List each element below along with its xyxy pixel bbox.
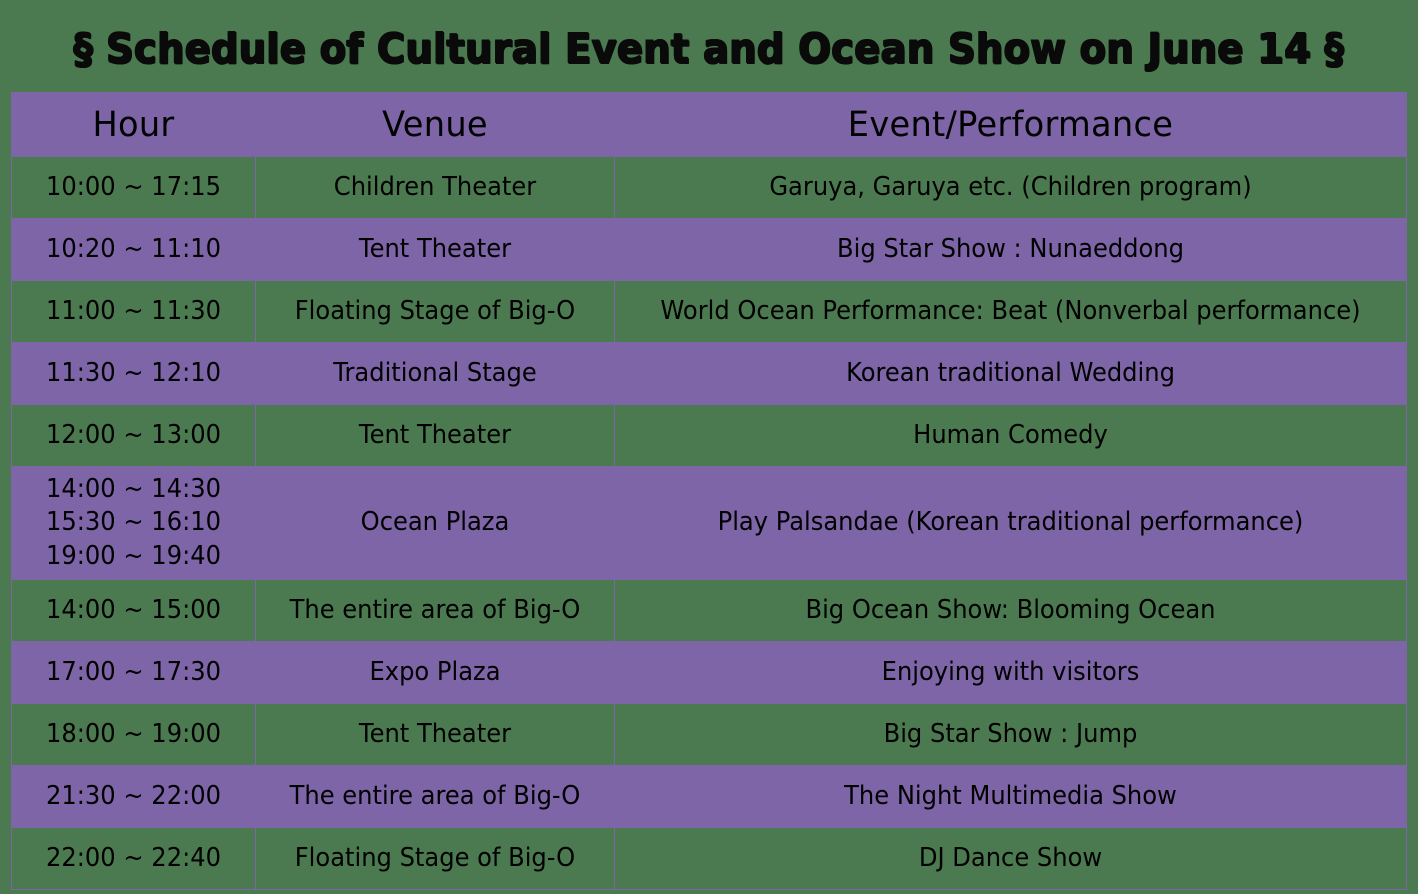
time-line: 21:30 ~ 22:00 — [45, 780, 221, 811]
cell-venue: Children Theater — [255, 156, 615, 219]
cell-hour: 11:30 ~ 12:10 — [11, 342, 256, 405]
venue-label: The entire area of Big-O — [289, 594, 581, 625]
cell-venue: Floating Stage of Big-O — [255, 280, 615, 343]
cell-event: Big Star Show : Jump — [614, 703, 1407, 766]
venue-label: Tent Theater — [358, 233, 512, 264]
page-title-text: §Schedule of Cultural Event and Ocean Sh… — [73, 24, 1345, 73]
cell-hour: 14:00 ~ 15:00 — [11, 579, 256, 642]
venue-label: Floating Stage of Big-O — [294, 295, 576, 326]
column-header-event: Event/Performance — [614, 92, 1407, 157]
cell-event: Enjoying with visitors — [614, 641, 1407, 704]
cell-venue: The entire area of Big-O — [255, 765, 615, 828]
cell-venue: Traditional Stage — [255, 342, 615, 405]
cell-venue: Floating Stage of Big-O — [255, 827, 615, 890]
cell-venue: Ocean Plaza — [255, 466, 615, 580]
cell-hour: 12:00 ~ 13:00 — [11, 404, 256, 467]
table-row: 10:00 ~ 17:15 Children Theater Garuya, Gar… — [11, 156, 1407, 219]
table-row: 11:30 ~ 12:10 Traditional Stage Korean tra… — [11, 342, 1407, 405]
event-label: The Night Multimedia Show — [844, 780, 1177, 811]
cell-event: Korean traditional Wedding — [614, 342, 1407, 405]
cell-event: Big Ocean Show: Blooming Ocean — [614, 579, 1407, 642]
time-line: 12:00 ~ 13:00 — [45, 419, 221, 450]
time-line: 14:00 ~ 15:00 — [45, 594, 221, 625]
column-header-venue: Venue — [255, 92, 615, 157]
cell-venue: Tent Theater — [255, 703, 615, 766]
event-label: World Ocean Performance: Beat (Nonverbal… — [660, 295, 1361, 326]
time-line: 22:00 ~ 22:40 — [45, 842, 221, 873]
page-title: §Schedule of Cultural Event and Ocean Sh… — [0, 18, 1418, 80]
event-label: Big Star Show : Nunaeddong — [837, 233, 1184, 264]
table-row: 14:00 ~ 15:00 The entire area of Big-O Big… — [11, 579, 1407, 642]
event-label: Garuya, Garuya etc. (Children program) — [769, 171, 1252, 202]
cell-hour: 17:00 ~ 17:30 — [11, 641, 256, 704]
time-line: 10:00 ~ 17:15 — [45, 171, 221, 202]
column-header-hour: Hour — [11, 92, 256, 157]
venue-label: Expo Plaza — [369, 656, 501, 687]
cell-venue: The entire area of Big-O — [255, 579, 615, 642]
table-row: 18:00 ~ 19:00 Tent Theater Big Star Show :… — [11, 703, 1407, 766]
time-line: 19:00 ~ 19:40 — [45, 540, 221, 571]
cell-event: Human Comedy — [614, 404, 1407, 467]
cell-hour: 10:20 ~ 11:10 — [11, 218, 256, 281]
page-title-label: Schedule of Cultural Event and Ocean Sho… — [106, 24, 1312, 73]
cell-event: Play Palsandae (Korean traditional perfo… — [614, 466, 1407, 580]
table-row: 11:00 ~ 11:30 Floating Stage of Big-O Worl… — [11, 280, 1407, 343]
event-label: Play Palsandae (Korean traditional perfo… — [717, 507, 1304, 538]
cell-event: World Ocean Performance: Beat (Nonverbal… — [614, 280, 1407, 343]
event-label: Enjoying with visitors — [881, 656, 1140, 687]
event-label: DJ Dance Show — [918, 842, 1103, 873]
venue-label: The entire area of Big-O — [289, 780, 581, 811]
cell-event: Garuya, Garuya etc. (Children program) — [614, 156, 1407, 219]
cell-hour: 11:00 ~ 11:30 — [11, 280, 256, 343]
venue-label: Ocean Plaza — [360, 507, 510, 538]
venue-label: Children Theater — [333, 171, 537, 202]
venue-label: Traditional Stage — [333, 357, 537, 388]
table-row: 22:00 ~ 22:40 Floating Stage of Big-O DJ D… — [11, 827, 1407, 890]
table-row: 10:20 ~ 11:10 Tent Theater Big Star Show :… — [11, 218, 1407, 281]
cell-hour: 22:00 ~ 22:40 — [11, 827, 256, 890]
time-line: 18:00 ~ 19:00 — [45, 718, 221, 749]
cell-hour: 18:00 ~ 19:00 — [11, 703, 256, 766]
section-symbol-left-icon: § — [73, 24, 94, 73]
venue-label: Tent Theater — [358, 419, 512, 450]
table-row: 17:00 ~ 17:30 Expo Plaza Enjoying with vis… — [11, 641, 1407, 704]
table-header-row: Hour Venue Event/Performance — [11, 92, 1407, 157]
time-line: 17:00 ~ 17:30 — [45, 656, 221, 687]
venue-label: Tent Theater — [358, 718, 512, 749]
cell-event: The Night Multimedia Show — [614, 765, 1407, 828]
cell-event: Big Star Show : Nunaeddong — [614, 218, 1407, 281]
event-label: Human Comedy — [913, 419, 1108, 450]
cell-hour: 21:30 ~ 22:00 — [11, 765, 256, 828]
time-line: 11:00 ~ 11:30 — [45, 295, 221, 326]
table-row: 12:00 ~ 13:00 Tent Theater Human Comedy — [11, 404, 1407, 467]
time-line: 10:20 ~ 11:10 — [45, 233, 221, 264]
time-line: 14:00 ~ 14:30 — [45, 474, 221, 505]
cell-venue: Tent Theater — [255, 404, 615, 467]
time-line: 11:30 ~ 12:10 — [45, 357, 221, 388]
table-body: 10:00 ~ 17:15 Children Theater Garuya, Gar… — [11, 156, 1407, 890]
table-row: 21:30 ~ 22:00 The entire area of Big-O The… — [11, 765, 1407, 828]
cell-hour: 10:00 ~ 17:15 — [11, 156, 256, 219]
schedule-table: Hour Venue Event/Performance 10:00 ~ 17:… — [11, 92, 1407, 890]
cell-venue: Tent Theater — [255, 218, 615, 281]
table-header: Hour Venue Event/Performance — [11, 92, 1407, 157]
event-label: Big Ocean Show: Blooming Ocean — [805, 594, 1216, 625]
time-line: 15:30 ~ 16:10 — [45, 507, 221, 538]
venue-label: Floating Stage of Big-O — [294, 842, 576, 873]
section-symbol-right-icon: § — [1324, 24, 1345, 73]
event-label: Big Star Show : Jump — [883, 718, 1138, 749]
cell-venue: Expo Plaza — [255, 641, 615, 704]
event-label: Korean traditional Wedding — [846, 357, 1175, 388]
cell-event: DJ Dance Show — [614, 827, 1407, 890]
